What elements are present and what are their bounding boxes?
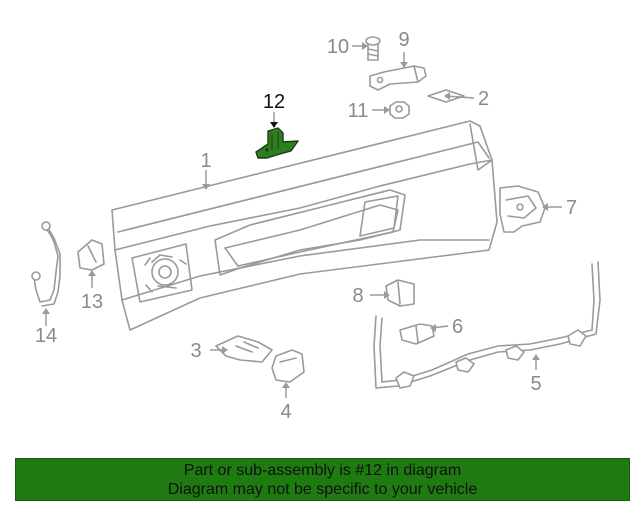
part-1-tailgate-panel[interactable] [111,120,498,331]
part-3-switch[interactable] [215,335,273,363]
banner-line-part-number: Part or sub-assembly is #12 in diagram [183,461,462,479]
arrowhead-5 [532,354,540,360]
callout-1[interactable]: 1 [200,150,211,172]
callout-3[interactable]: 3 [190,340,201,362]
part-10-bolt[interactable] [365,36,381,61]
arrowhead-3 [222,346,228,354]
callout-9[interactable]: 9 [398,29,409,51]
callout-6[interactable]: 6 [452,316,463,338]
callout-13[interactable]: 13 [81,291,103,313]
arrowhead-7 [542,203,548,211]
exploded-parts-diagram: 1 2 3 4 5 6 7 8 9 10 11 12 13 14 [31,29,601,423]
arrowhead-8 [384,291,390,299]
arrowhead-4 [282,382,290,388]
arrowhead-9 [400,62,408,68]
part-14-cable[interactable] [31,221,61,307]
part-5-wire-harness[interactable] [373,261,601,389]
callout-12-highlighted[interactable]: 12 [263,91,285,113]
leader-lines [42,42,562,398]
arrowhead-6 [430,324,436,332]
banner-line-disclaimer: Diagram may not be specific to your vehi… [167,480,478,498]
arrowhead-1 [202,184,210,190]
arrowhead-13 [88,270,96,276]
part-6-connector[interactable] [399,323,435,345]
arrowhead-11 [384,106,390,114]
callout-7[interactable]: 7 [566,197,577,219]
callout-11[interactable]: 11 [348,100,369,122]
callout-labels: 1 2 3 4 5 6 7 8 9 10 11 12 13 14 [35,29,577,423]
arrowhead-2 [444,92,450,100]
callout-5[interactable]: 5 [530,373,541,395]
arrowhead-14 [42,308,50,314]
part-4-connector[interactable] [271,349,305,383]
callout-4[interactable]: 4 [280,401,291,423]
part-12-bracket[interactable] [255,127,299,159]
part-13-bumper[interactable] [77,239,105,271]
callout-10[interactable]: 10 [327,36,349,58]
callout-2[interactable]: 2 [478,88,489,110]
part-8-clip[interactable] [385,279,415,307]
part-9-hinge[interactable] [369,65,427,91]
arrowhead-10 [362,42,368,50]
part-11-nut[interactable] [389,101,410,119]
part-info-banner: Part or sub-assembly is #12 in diagram D… [15,458,630,501]
callout-14[interactable]: 14 [35,325,57,347]
callout-8[interactable]: 8 [352,285,363,307]
arrowhead-12 [270,122,278,128]
part-7-lock-assembly[interactable] [499,185,546,233]
